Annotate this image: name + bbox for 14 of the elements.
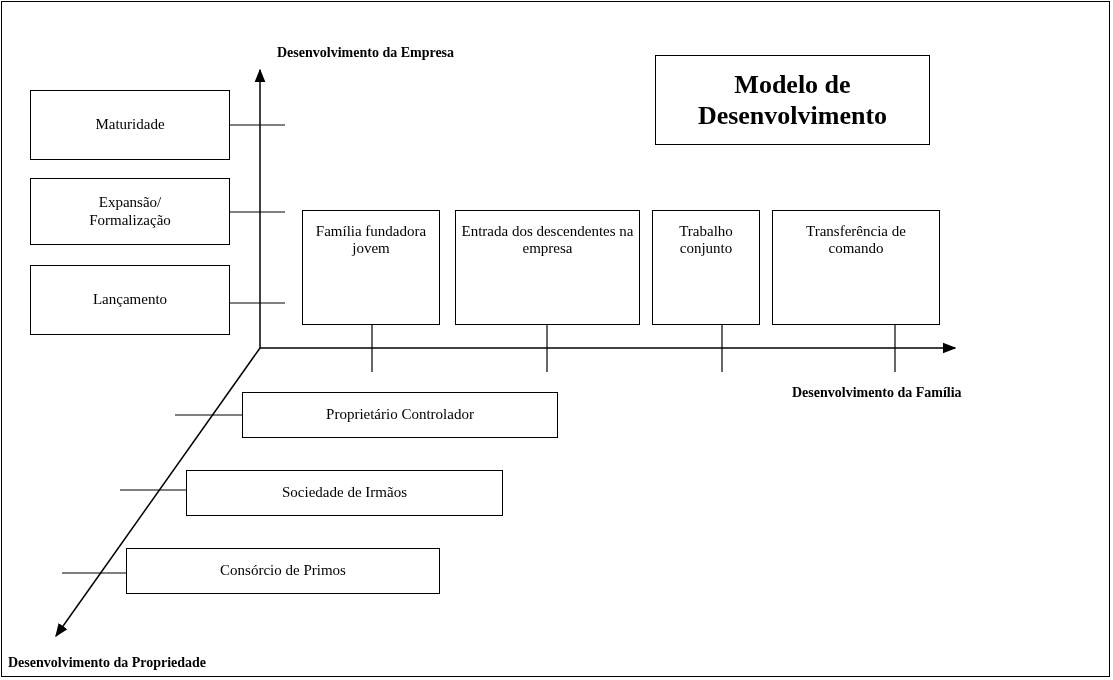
axis-title: Desenvolvimento da Propriedade xyxy=(8,655,207,671)
stage-box: Família fundadora jovem xyxy=(302,210,440,325)
stage-box: Entrada dos descendentes na empresa xyxy=(455,210,640,325)
stage-box: Lançamento xyxy=(30,265,230,335)
stage-box: Trabalho conjunto xyxy=(652,210,760,325)
stage-box: Transferência de comando xyxy=(772,210,940,325)
stage-box: Maturidade xyxy=(30,90,230,160)
stage-box: Expansão/ Formalização xyxy=(30,178,230,245)
stage-box: Proprietário Controlador xyxy=(242,392,558,438)
title-box: Modelo de Desenvolvimento xyxy=(655,55,930,145)
axis-title: Desenvolvimento da Empresa xyxy=(277,45,455,61)
axis-title: Desenvolvimento da Família xyxy=(792,385,962,401)
stage-box: Consórcio de Primos xyxy=(126,548,440,594)
stage-box: Sociedade de Irmãos xyxy=(186,470,503,516)
